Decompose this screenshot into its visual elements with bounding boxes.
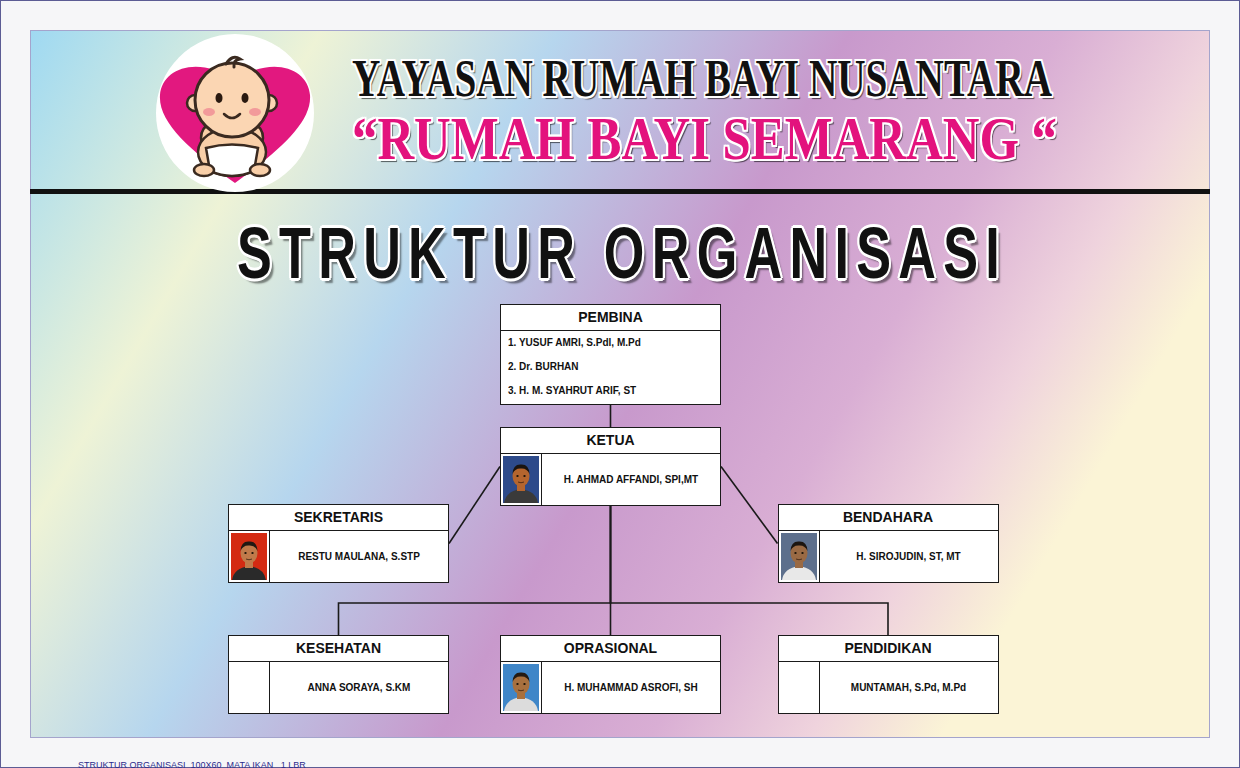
member-name: 2. Dr. BURHAN: [508, 355, 641, 379]
photo-eye: [801, 552, 803, 554]
photo-frame: [501, 454, 542, 505]
treasurer-box: BENDAHARA H. SIROJUDIN, ST, MT: [778, 504, 999, 583]
secretary-box: SEKRETARIS RESTU MAULANA, S.STP: [228, 504, 449, 583]
photo-hair: [790, 541, 807, 551]
chair-box: KETUA H. AHMAD AFFANDI, SPI,MT: [500, 427, 721, 506]
box-heading: BENDAHARA: [779, 505, 998, 531]
member-name: 3. H. M. SYAHRUT ARIF, ST: [508, 379, 641, 403]
photo-eye: [523, 475, 525, 477]
box-heading: PEMBINA: [501, 305, 720, 331]
photo-mouth: [518, 690, 524, 692]
box-heading: SEKRETARIS: [229, 505, 448, 531]
photo-frame: [779, 662, 820, 713]
photo-ground: [503, 664, 539, 711]
label-anchor: YAYASAN RUMAH BAYI NUSANTARA: [352, 53, 1240, 105]
photo-ground: [781, 533, 817, 580]
photo-eye: [251, 552, 253, 554]
box-body: MUNTAMAH, S.Pd, M.Pd: [779, 662, 998, 713]
box-heading: OPRASIONAL: [501, 636, 720, 662]
name-area: MUNTAMAH, S.Pd, M.Pd: [820, 662, 998, 713]
print-note: STRUKTUR ORGANISASI_100X60_MATA IKAN_ 1 …: [78, 761, 306, 768]
member-name: H. MUHAMMAD ASROFI, SH: [564, 682, 698, 693]
box-heading: PENDIDIKAN: [779, 636, 998, 662]
box-heading: KESEHATAN: [229, 636, 448, 662]
photo-frame: [779, 531, 820, 582]
photo-mouth: [796, 559, 802, 561]
name-area: H. SIROJUDIN, ST, MT: [820, 531, 998, 582]
photo-hair: [513, 672, 530, 682]
member-name: H. AHMAD AFFANDI, SPI,MT: [564, 474, 698, 485]
photo-shirt: [232, 566, 266, 580]
photo-frame: [501, 662, 542, 713]
name-area: ANNA SORAYA, S.KM: [270, 662, 448, 713]
photo-ground: [231, 533, 267, 580]
member-name: 1. YUSUF AMRI, S.Pdl, M.Pd: [508, 331, 641, 355]
box-body: 1. YUSUF AMRI, S.Pdl, M.Pd2. Dr. BURHAN3…: [501, 331, 720, 404]
banner-ground: [31, 31, 1210, 738]
member-name: ANNA SORAYA, S.KM: [308, 682, 411, 693]
label-anchor: STRUKTUR ORGANISASI_100X60_MATA IKAN_ 1 …: [78, 754, 306, 768]
label-anchor: STRUKTUR ORGANISASI: [237, 217, 1240, 289]
chart-title: STRUKTUR ORGANISASI: [237, 217, 1007, 289]
org-connector: [449, 467, 500, 544]
box-body: RESTU MAULANA, S.STP: [229, 531, 448, 582]
member-name: RESTU MAULANA, S.STP: [298, 551, 420, 562]
logo: [156, 34, 314, 192]
member-name: MUNTAMAH, S.Pd, M.Pd: [851, 682, 966, 693]
photo-ground: [503, 456, 539, 503]
name-area: H. AHMAD AFFANDI, SPI,MT: [542, 454, 720, 505]
box-body: H. AHMAD AFFANDI, SPI,MT: [501, 454, 720, 505]
label-anchor: “RUMAH BAYI SEMARANG “: [352, 107, 1213, 169]
photo-hair: [241, 541, 258, 551]
patron-box: PEMBINA1. YUSUF AMRI, S.Pdl, M.Pd2. Dr. …: [500, 304, 721, 405]
portrait-photo: [503, 456, 539, 503]
name-area: H. MUHAMMAD ASROFI, SH: [542, 662, 720, 713]
photo-eye: [516, 475, 518, 477]
photo-frame: [229, 662, 270, 713]
photo-shirt: [504, 489, 538, 503]
portrait-photo: [231, 533, 267, 580]
box-body: H. SIROJUDIN, ST, MT: [779, 531, 998, 582]
photo-eye: [516, 683, 518, 685]
member-list: 1. YUSUF AMRI, S.Pdl, M.Pd2. Dr. BURHAN3…: [501, 331, 653, 404]
division-box: KESEHATAN ANNA SORAYA, S.KM: [228, 635, 449, 714]
box-body: ANNA SORAYA, S.KM: [229, 662, 448, 713]
division-box: OPRASIONAL H. MUHAMMAD ASROFI, SH: [500, 635, 721, 714]
portrait-photo: [781, 533, 817, 580]
photo-hair: [513, 464, 530, 474]
photo-frame: [229, 531, 270, 582]
box-body: H. MUHAMMAD ASROFI, SH: [501, 662, 720, 713]
foundation-name: YAYASAN RUMAH BAYI NUSANTARA: [352, 53, 1052, 105]
photo-shirt: [782, 566, 816, 580]
photo-mouth: [246, 559, 252, 561]
name-area: RESTU MAULANA, S.STP: [270, 531, 448, 582]
photo-mouth: [518, 482, 524, 484]
portrait-photo: [503, 664, 539, 711]
box-heading: KETUA: [501, 428, 720, 454]
photo-shirt: [504, 697, 538, 711]
member-name: H. SIROJUDIN, ST, MT: [856, 551, 960, 562]
org-connector: [610, 405, 612, 427]
photo-eye: [523, 683, 525, 685]
photo-eye: [244, 552, 246, 554]
org-connector: [721, 467, 778, 544]
branch-name: “RUMAH BAYI SEMARANG “: [352, 107, 1057, 169]
header-divider: [30, 189, 1210, 194]
photo-eye: [794, 552, 796, 554]
division-box: PENDIDIKAN MUNTAMAH, S.Pd, M.Pd: [778, 635, 999, 714]
